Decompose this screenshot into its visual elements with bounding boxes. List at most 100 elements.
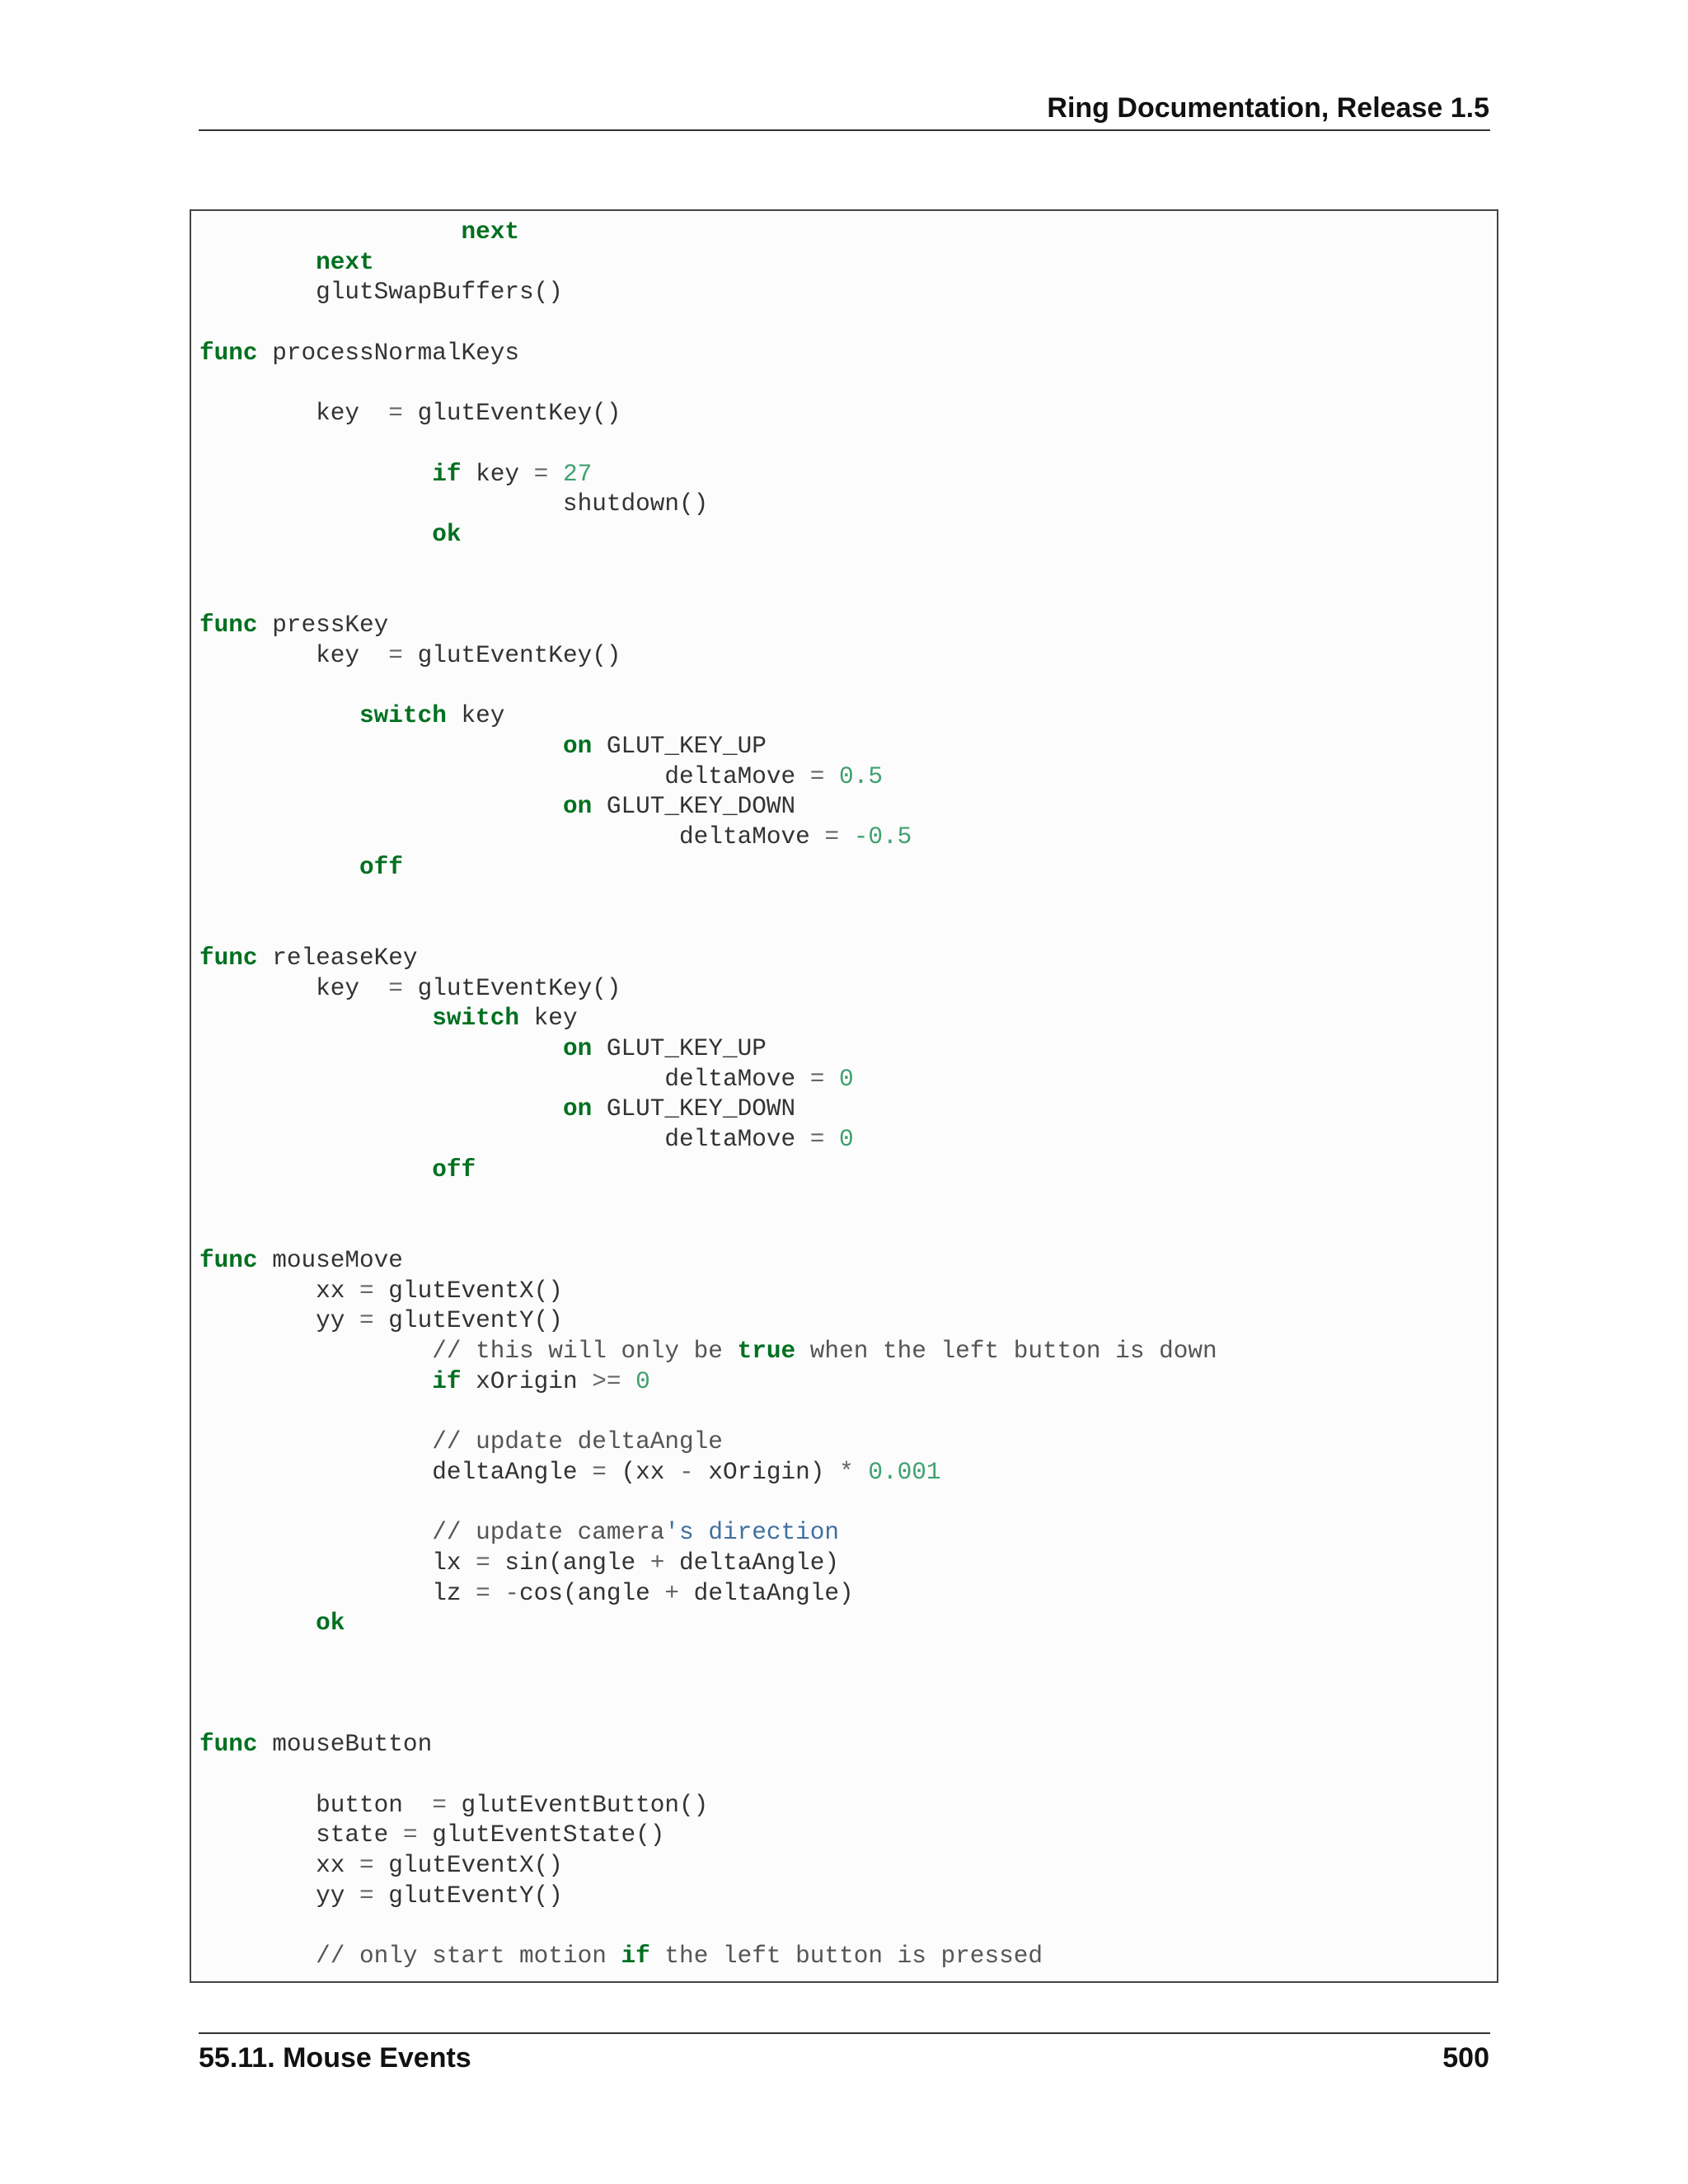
code-token: ok [432,521,462,549]
code-token: 0 [839,1126,854,1154]
code-line: ok [199,521,461,548]
code-token: key [461,460,534,488]
code-line: // update deltaAngle [199,1428,723,1455]
code-token: deltaMove [199,762,810,790]
code-token [199,218,461,246]
code-token: deltaAngle) [664,1549,840,1577]
code-token: mouseMove [257,1246,403,1274]
code-token [199,461,432,488]
code-token: // this will only be [432,1338,738,1366]
code-token: = [476,1549,490,1577]
code-line: key = glutEventKey() [199,642,621,669]
code-token [199,702,359,729]
code-token: glutEventY() [373,1882,563,1910]
code-line: xx = glutEventX() [199,1852,563,1879]
code-token: deltaMove [199,1065,810,1093]
code-token: button [199,1791,433,1819]
code-line: func releaseKey [199,944,418,972]
code-token [199,249,316,276]
code-token: glutSwapBuffers() [199,279,563,307]
code-line: off [199,854,403,881]
code-token: true [737,1338,796,1366]
code-token: + [664,1579,680,1607]
code-line: switch key [199,1005,577,1032]
header-divider [199,129,1490,131]
code-token: sin(angle [490,1549,650,1577]
code-token: * [839,1458,854,1486]
code-token: = [809,1126,825,1154]
code-token: func [199,339,258,367]
code-token: = [809,1065,825,1093]
code-token: + [649,1549,665,1577]
page-header-title: Ring Documentation, Release 1.5 [1047,92,1489,124]
code-token: glutEventKey() [402,400,621,428]
page-number: 500 [1442,2042,1489,2074]
code-token: func [199,1246,258,1274]
code-token: glutEventKey() [402,641,621,669]
code-token: next [316,248,374,276]
code-token [199,521,432,548]
code-line: on GLUT_KEY_DOWN [199,793,795,820]
code-token: = [388,400,403,428]
code-line: deltaAngle = (xx - xOrigin) * 0.001 [199,1458,940,1486]
code-token: ok [316,1610,345,1638]
code-token: = [388,641,403,669]
code-token: deltaAngle) [679,1579,854,1607]
code-line: on GLUT_KEY_DOWN [199,1095,795,1122]
code-token: - [504,1579,520,1607]
code-line: next [199,218,519,246]
code-token [199,854,359,881]
code-token: GLUT_KEY_UP [592,1034,767,1062]
code-token: on [562,732,593,760]
code-line: deltaMove = 0.5 [199,763,883,790]
code-token: xx [199,1277,360,1305]
code-token: yy [199,1882,360,1910]
code-token: func [199,944,258,972]
footer-divider [199,2032,1490,2034]
code-token: glutEventState() [417,1821,665,1849]
code-token [854,1459,869,1486]
code-line: deltaMove = 0 [199,1126,854,1154]
code-token: func [199,1731,258,1759]
code-token: glutEventX() [373,1851,563,1879]
code-token [199,1519,432,1546]
code-token: = [592,1458,607,1486]
code-token [199,733,563,760]
code-listing: next next glutSwapBuffers() func process… [191,211,1497,1972]
code-line: glutSwapBuffers() [199,279,563,306]
code-line: off [199,1156,476,1183]
code-token: lz [199,1579,476,1607]
code-token: if [432,460,462,488]
code-token: = [533,460,549,488]
code-token: key [199,641,389,669]
code-token [839,823,854,851]
code-token: processNormalKeys [257,339,520,367]
code-token [199,1943,316,1970]
code-token: lx [199,1549,476,1577]
code-token: xOrigin [461,1367,593,1395]
code-token: 0 [839,1065,854,1093]
code-line: shutdown() [199,490,708,518]
code-line: xx = glutEventX() [199,1277,563,1305]
code-token: key [199,974,389,1002]
code-token: = [359,1882,374,1910]
code-token: pressKey [257,612,389,640]
code-line: func processNormalKeys [199,340,519,367]
code-token: next [461,218,520,246]
code-line: switch key [199,702,504,729]
code-block: next next glutSwapBuffers() func process… [190,209,1498,1983]
code-token: = [476,1579,490,1607]
code-token: glutEventKey() [402,974,621,1002]
code-token [490,1580,505,1607]
code-token: deltaMove [199,823,825,851]
code-token: // update deltaAngle [432,1428,723,1456]
code-token: = [388,974,403,1002]
footer-section-title: 55.11. Mouse Events [199,2042,471,2074]
code-token: glutEventX() [373,1277,563,1305]
code-token: = [432,1791,447,1819]
code-token [824,763,839,790]
code-token [199,1005,432,1032]
code-token [199,1338,432,1365]
code-token: = [359,1307,374,1335]
code-line: button = glutEventButton() [199,1792,708,1819]
